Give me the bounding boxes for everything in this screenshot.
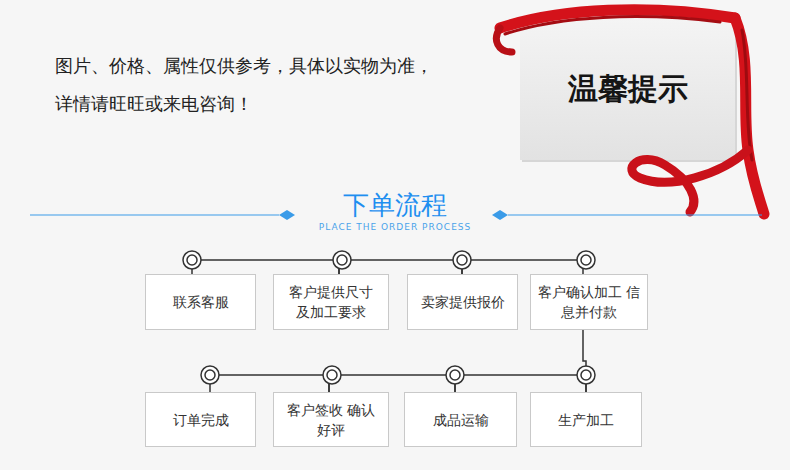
heading-subtitle: PLACE THE ORDER PROCESS <box>245 222 545 232</box>
card-ground <box>520 18 735 160</box>
notice-card: 温馨提示 <box>520 18 735 160</box>
flow-connector <box>462 260 583 274</box>
process-box: 卖家提供报价 <box>407 274 518 330</box>
flow-connector <box>210 375 329 392</box>
card-title: 温馨提示 <box>568 69 688 110</box>
flow-connector <box>455 375 586 392</box>
step-text: 卖家提供报价 <box>415 292 511 312</box>
process-box: 客户确认加工 信息并付款 <box>530 274 648 330</box>
heading-title: 下单流程 <box>245 190 545 220</box>
step-text: 成品运输 <box>427 410 495 430</box>
ribbon <box>496 10 764 214</box>
process-box: 联系客服 <box>145 274 256 330</box>
step-text: 客户签收 确认好评 <box>274 400 388 440</box>
process-box: 客户签收 确认好评 <box>273 392 389 447</box>
step-text: 联系客服 <box>167 292 235 312</box>
flow-connector <box>192 260 339 274</box>
step-text: 订单完成 <box>167 410 235 430</box>
flow-connector <box>329 375 455 392</box>
notice-text: 图片、价格、属性仅供参考，具体以实物为准， 详情请旺旺或来电咨询！ <box>55 47 445 123</box>
process-box: 生产加工 <box>530 392 642 447</box>
process-box: 客户提供尺寸 及加工要求 <box>273 274 389 330</box>
step-text: 客户提供尺寸 及加工要求 <box>274 282 388 322</box>
process-box: 成品运输 <box>404 392 517 447</box>
flow-connector <box>339 260 462 274</box>
process-box: 订单完成 <box>145 392 256 447</box>
step-text: 生产加工 <box>552 410 620 430</box>
step-text: 客户确认加工 信息并付款 <box>531 282 647 322</box>
